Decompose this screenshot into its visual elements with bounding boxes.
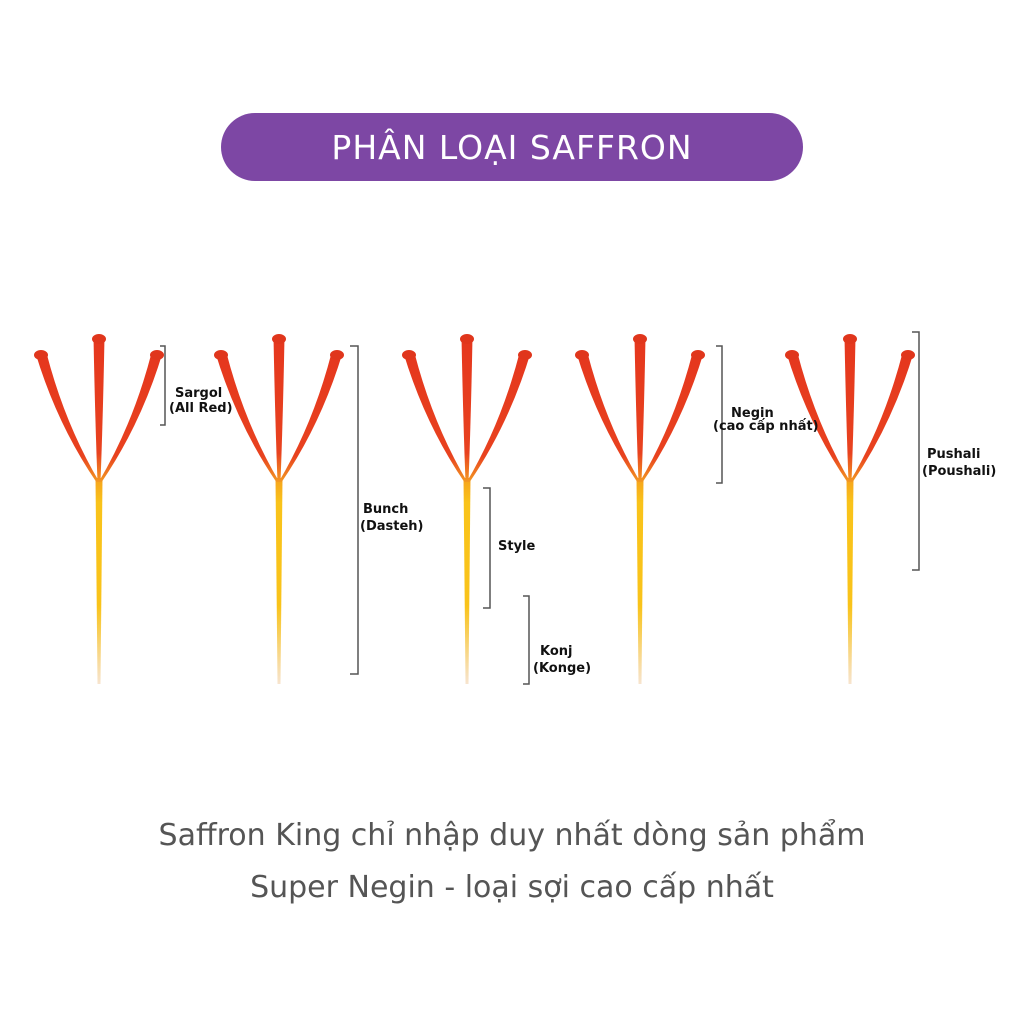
bracket-sargol [160, 345, 166, 426]
saffron-thread [575, 334, 705, 684]
label-negin: Negin [731, 406, 774, 421]
caption-line-2: Super Negin - loại sợi cao cấp nhất [250, 870, 774, 905]
bracket-bunch [350, 345, 359, 675]
bracket-style [483, 487, 491, 609]
saffron-thread [214, 334, 344, 684]
saffron-thread [785, 334, 915, 684]
label-sargol-sub: (All Red) [169, 401, 233, 416]
label-pushali-sub: (Poushali) [922, 464, 996, 479]
label-konj-sub: (Konge) [533, 661, 591, 676]
label-bunch: Bunch [363, 502, 408, 517]
label-sargol: Sargol [175, 386, 222, 401]
label-bunch-sub: (Dasteh) [360, 519, 423, 534]
saffron-thread [34, 334, 164, 684]
bracket-pushali [912, 331, 920, 571]
title-banner: PHÂN LOẠI SAFFRON [221, 113, 803, 181]
label-konj: Konj [540, 644, 573, 659]
bracket-konj [523, 595, 530, 685]
page-title: PHÂN LOẠI SAFFRON [331, 127, 693, 167]
saffron-thread [402, 334, 532, 684]
label-negin-sub: (cao cấp nhất) [713, 419, 819, 434]
label-pushali: Pushali [927, 447, 980, 462]
caption-line-1: Saffron King chỉ nhập duy nhất dòng sản … [158, 818, 866, 853]
label-style: Style [498, 539, 536, 554]
bracket-negin [716, 345, 723, 484]
